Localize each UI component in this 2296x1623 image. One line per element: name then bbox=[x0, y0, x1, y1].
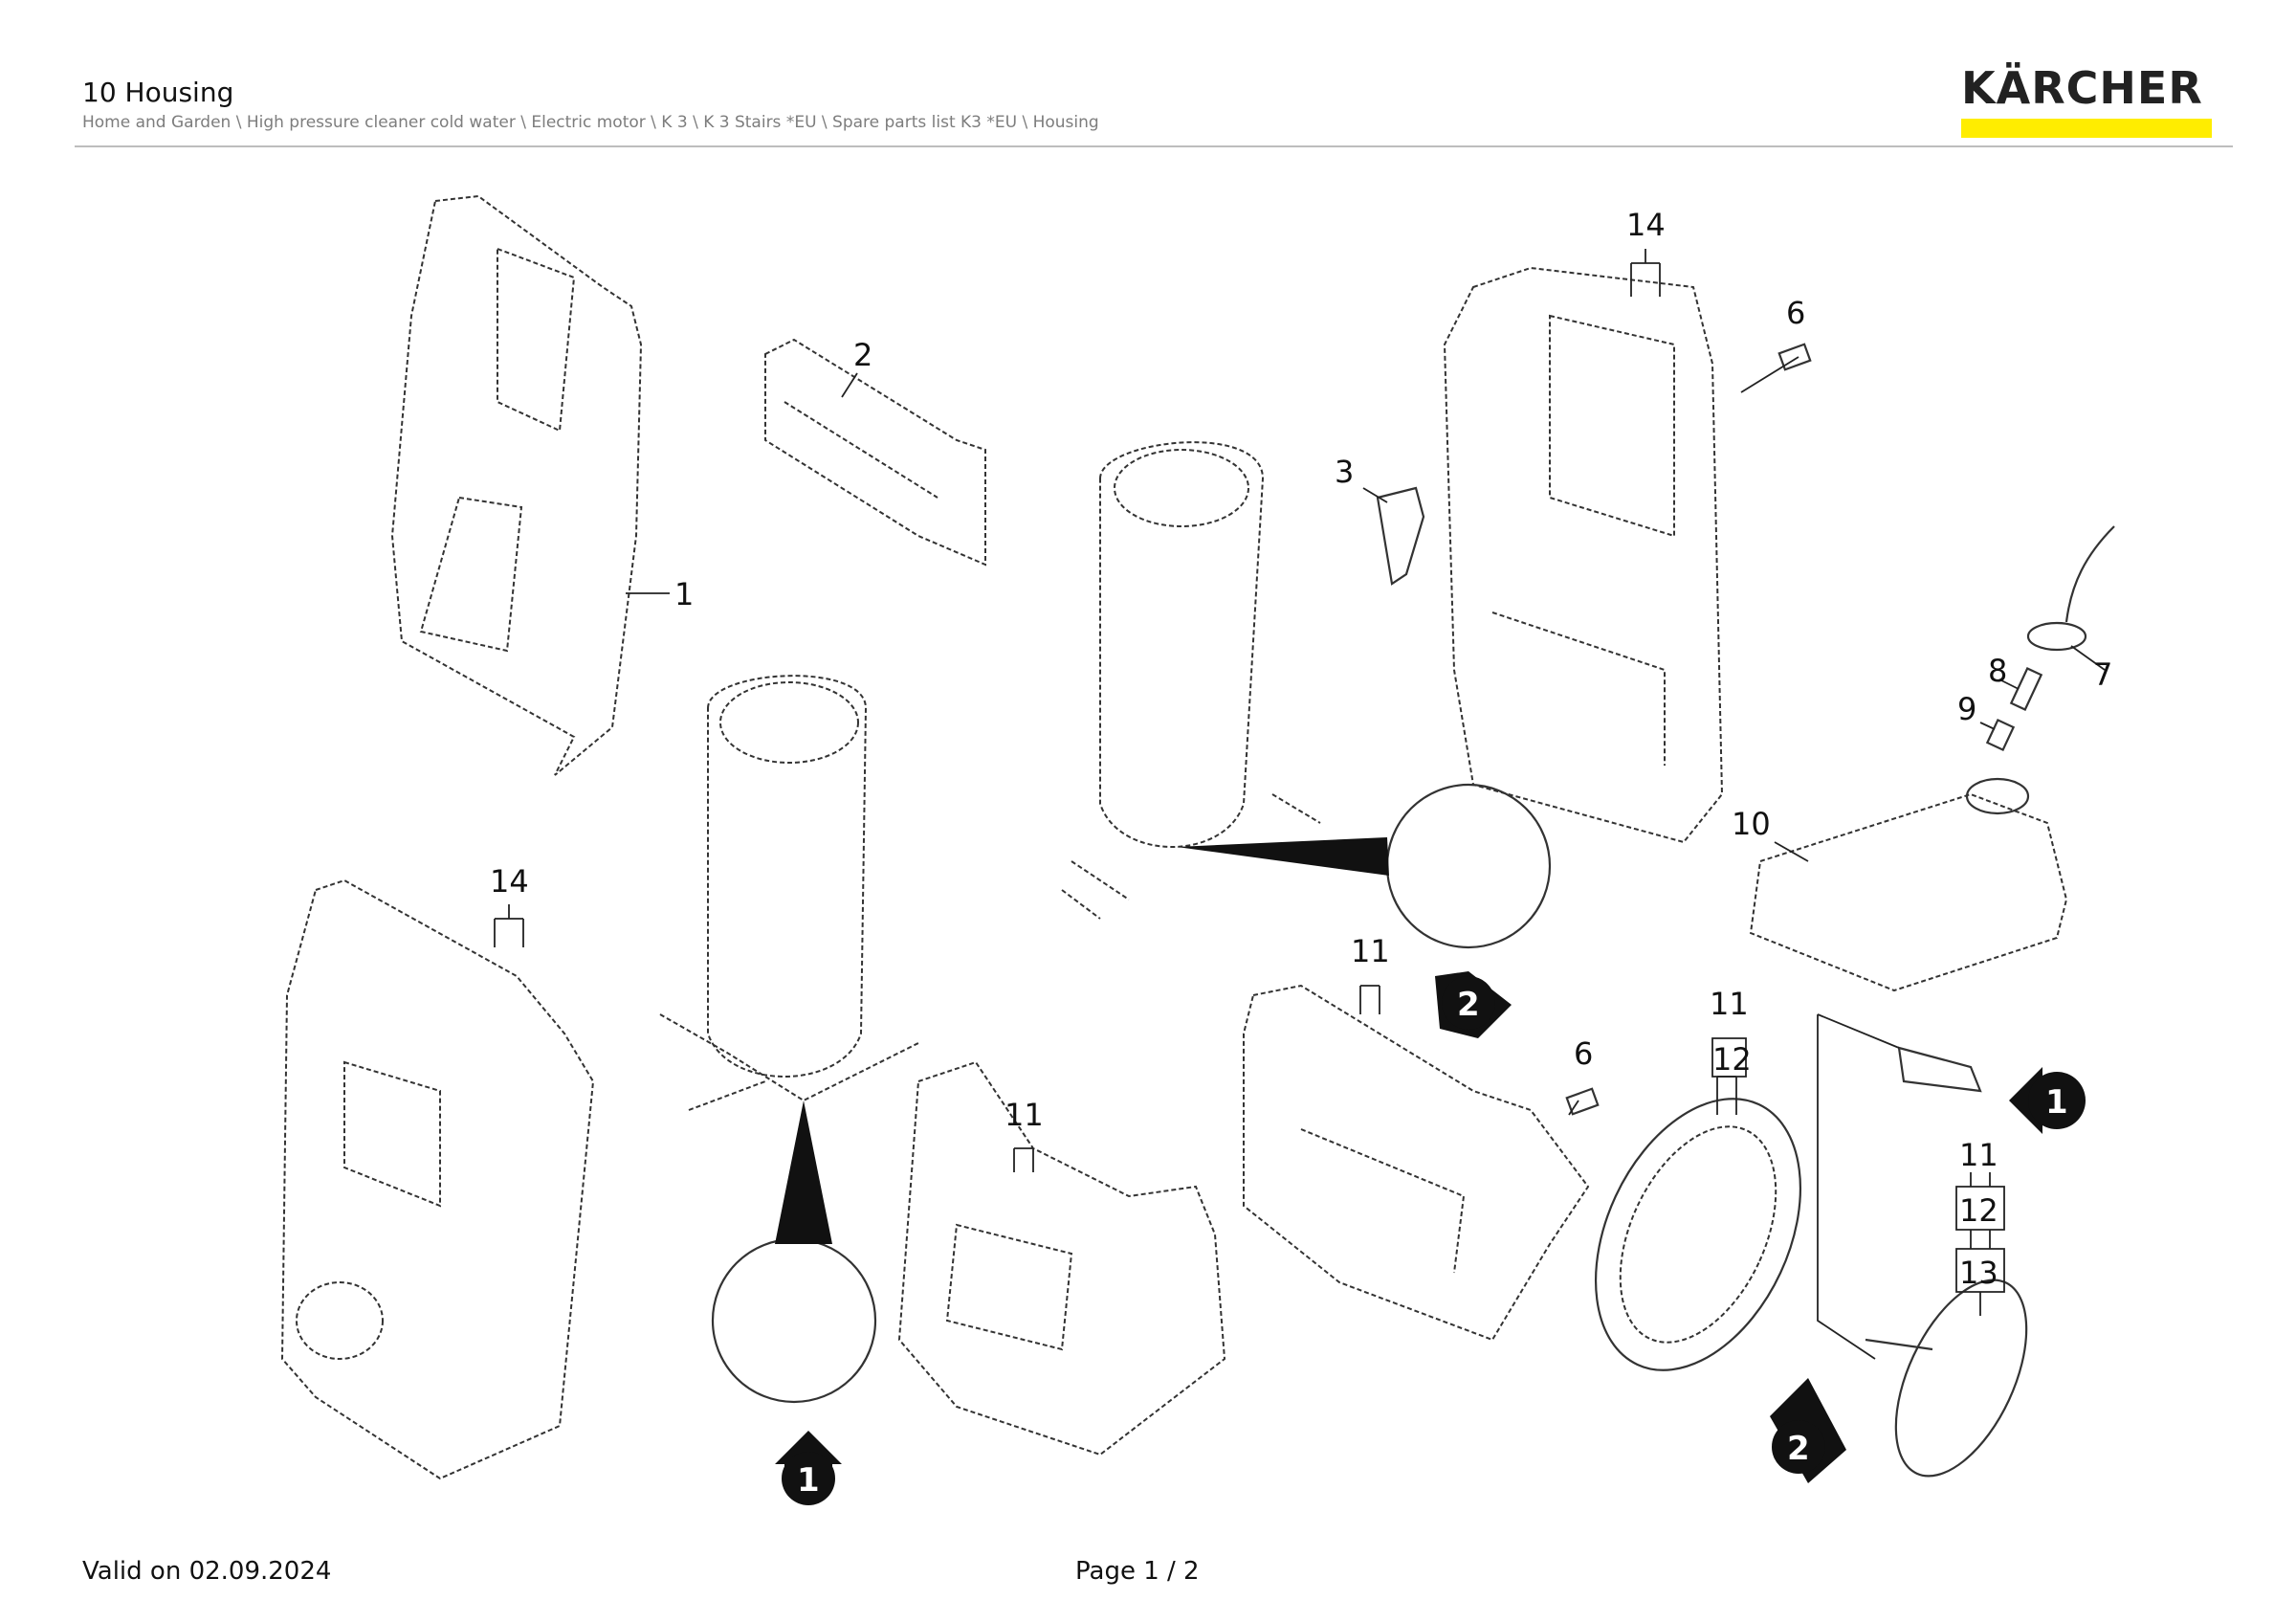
header-divider bbox=[75, 145, 2233, 147]
leader-lines bbox=[494, 249, 2106, 1360]
brand-logo-text: KÄRCHER bbox=[1961, 62, 2203, 114]
callout-14-bottom: 14 bbox=[490, 863, 529, 900]
badge-1-right-label: 1 bbox=[2045, 1083, 2068, 1122]
page-number: Page 1 / 2 bbox=[1075, 1557, 1200, 1586]
badge-arrow-2-top: 2 bbox=[1435, 971, 1512, 1038]
detail-circle-upper bbox=[1177, 783, 1552, 949]
part-motor-top bbox=[1061, 441, 1321, 920]
part-screw bbox=[1376, 486, 1425, 586]
part-motor-lower bbox=[659, 675, 919, 1111]
part-front-housing bbox=[280, 878, 595, 1480]
part-screw-6a bbox=[1777, 343, 1812, 371]
badge-arrow-2-bottom: 2 bbox=[1770, 1378, 1846, 1483]
part-bracket bbox=[764, 338, 986, 567]
callout-1: 1 bbox=[674, 576, 694, 612]
callout-10: 10 bbox=[1732, 806, 1771, 842]
valid-date: Valid on 02.09.2024 bbox=[82, 1557, 332, 1586]
part-wheel bbox=[1594, 1098, 1802, 1371]
part-chassis bbox=[1243, 984, 1590, 1342]
detail-circle-lower bbox=[711, 1101, 877, 1404]
callout-6-bottom: 6 bbox=[1574, 1035, 1593, 1072]
page-title: 10 Housing bbox=[82, 77, 234, 108]
badge-2-bottom-label: 2 bbox=[1787, 1430, 1810, 1468]
badge-1-lower-label: 1 bbox=[797, 1461, 820, 1500]
callout-11-axle: 11 bbox=[1959, 1137, 1998, 1173]
breadcrumb: Home and Garden \ High pressure cleaner … bbox=[82, 113, 1099, 132]
callout-11-lower-cover: 11 bbox=[1004, 1097, 1044, 1133]
part-screw-6b bbox=[1565, 1087, 1600, 1116]
callout-8: 8 bbox=[1988, 653, 2007, 689]
callout-2: 2 bbox=[853, 337, 872, 373]
callout-6-top: 6 bbox=[1786, 295, 1805, 331]
callout-11-chassis: 11 bbox=[1351, 933, 1390, 969]
callout-13: 13 bbox=[1959, 1255, 1998, 1291]
callout-14-top: 14 bbox=[1626, 207, 1666, 243]
badge-arrow-1-lower: 1 bbox=[775, 1431, 842, 1505]
part-front-cover bbox=[390, 194, 643, 776]
callout-12-wheel: 12 bbox=[1712, 1041, 1752, 1078]
part-detergent-tank bbox=[1749, 777, 2068, 992]
badge-arrow-1-right: 1 bbox=[2009, 1067, 2086, 1134]
part-lower-cover bbox=[897, 1060, 1226, 1456]
brand-logo: KÄRCHER bbox=[1961, 63, 2216, 140]
part-hose-filter bbox=[1985, 525, 2115, 752]
callout-7: 7 bbox=[2093, 656, 2112, 693]
callout-12-axle: 12 bbox=[1959, 1192, 1998, 1229]
part-rear-housing bbox=[1443, 266, 1724, 844]
part-axle bbox=[1865, 1046, 2028, 1478]
brand-logo-bar bbox=[1961, 119, 2212, 138]
callout-11-wheel: 11 bbox=[1710, 986, 1749, 1022]
callout-3: 3 bbox=[1335, 454, 1354, 490]
callout-9: 9 bbox=[1957, 691, 1976, 727]
badge-2-top-label: 2 bbox=[1457, 986, 1480, 1024]
